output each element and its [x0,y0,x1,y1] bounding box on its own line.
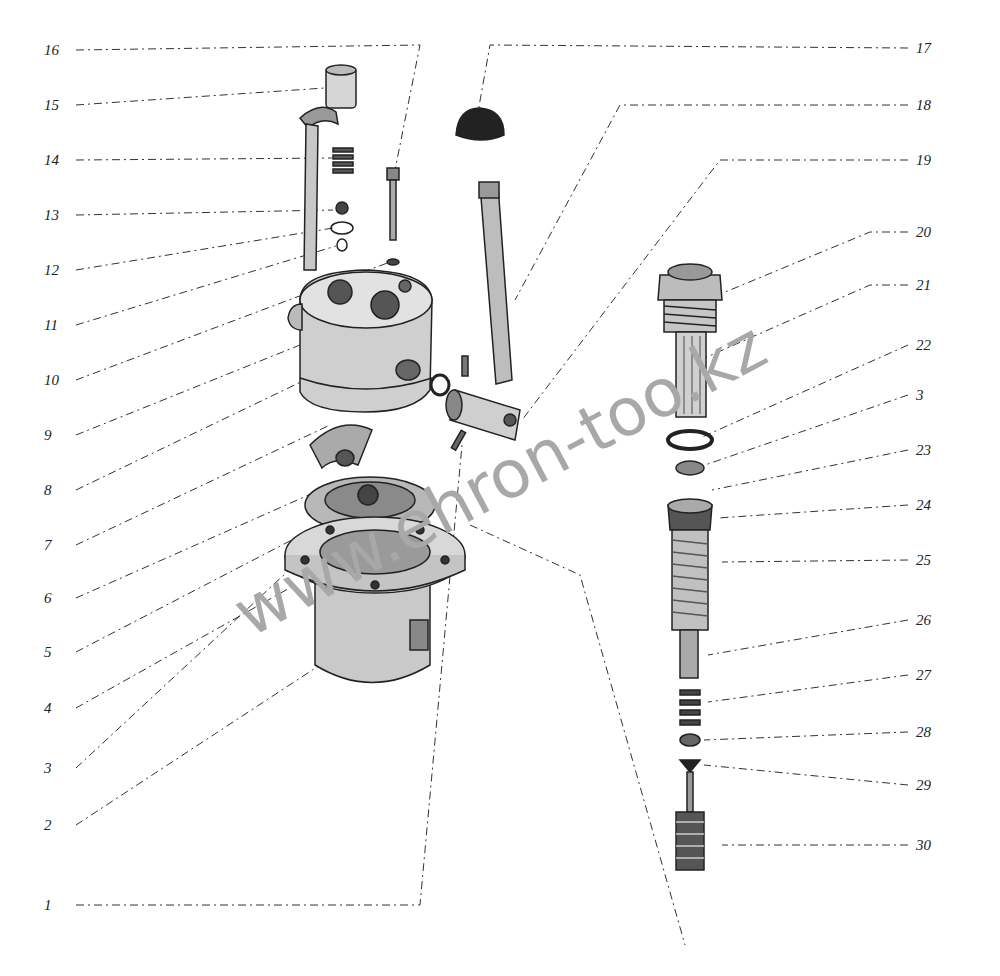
callout-number: 25 [914,552,933,569]
callout-number: 23 [914,442,933,459]
callout-number: 3 [42,760,54,777]
callout-number: 27 [914,667,933,684]
callout-number: 13 [42,207,61,224]
callout-number: 18 [914,97,933,114]
callout-number: 24 [914,497,933,514]
callout-number: 29 [914,777,933,794]
callout-number: 21 [914,277,933,294]
callout-number: 22 [914,337,933,354]
callout-number: 7 [42,537,54,554]
callout-number: 3 [914,387,926,404]
callout-number: 19 [914,152,933,169]
callout-number: 8 [42,482,54,499]
callout-number: 14 [42,152,61,169]
callout-number: 5 [42,644,54,661]
callout-number: 26 [914,612,933,629]
callout-number: 4 [42,700,54,717]
callout-number: 28 [914,724,933,741]
callout-number: 20 [914,224,933,241]
callout-number: 17 [914,40,933,57]
callout-number: 30 [914,837,933,854]
callout-number: 9 [42,427,54,444]
callout-number: 10 [42,372,61,389]
callout-number: 15 [42,97,61,114]
callout-number: 12 [42,262,61,279]
callout-number: 11 [42,317,60,334]
callout-number: 6 [42,590,54,607]
callout-number: 1 [42,897,54,914]
callout-number: 2 [42,817,54,834]
callout-number: 16 [42,42,61,59]
